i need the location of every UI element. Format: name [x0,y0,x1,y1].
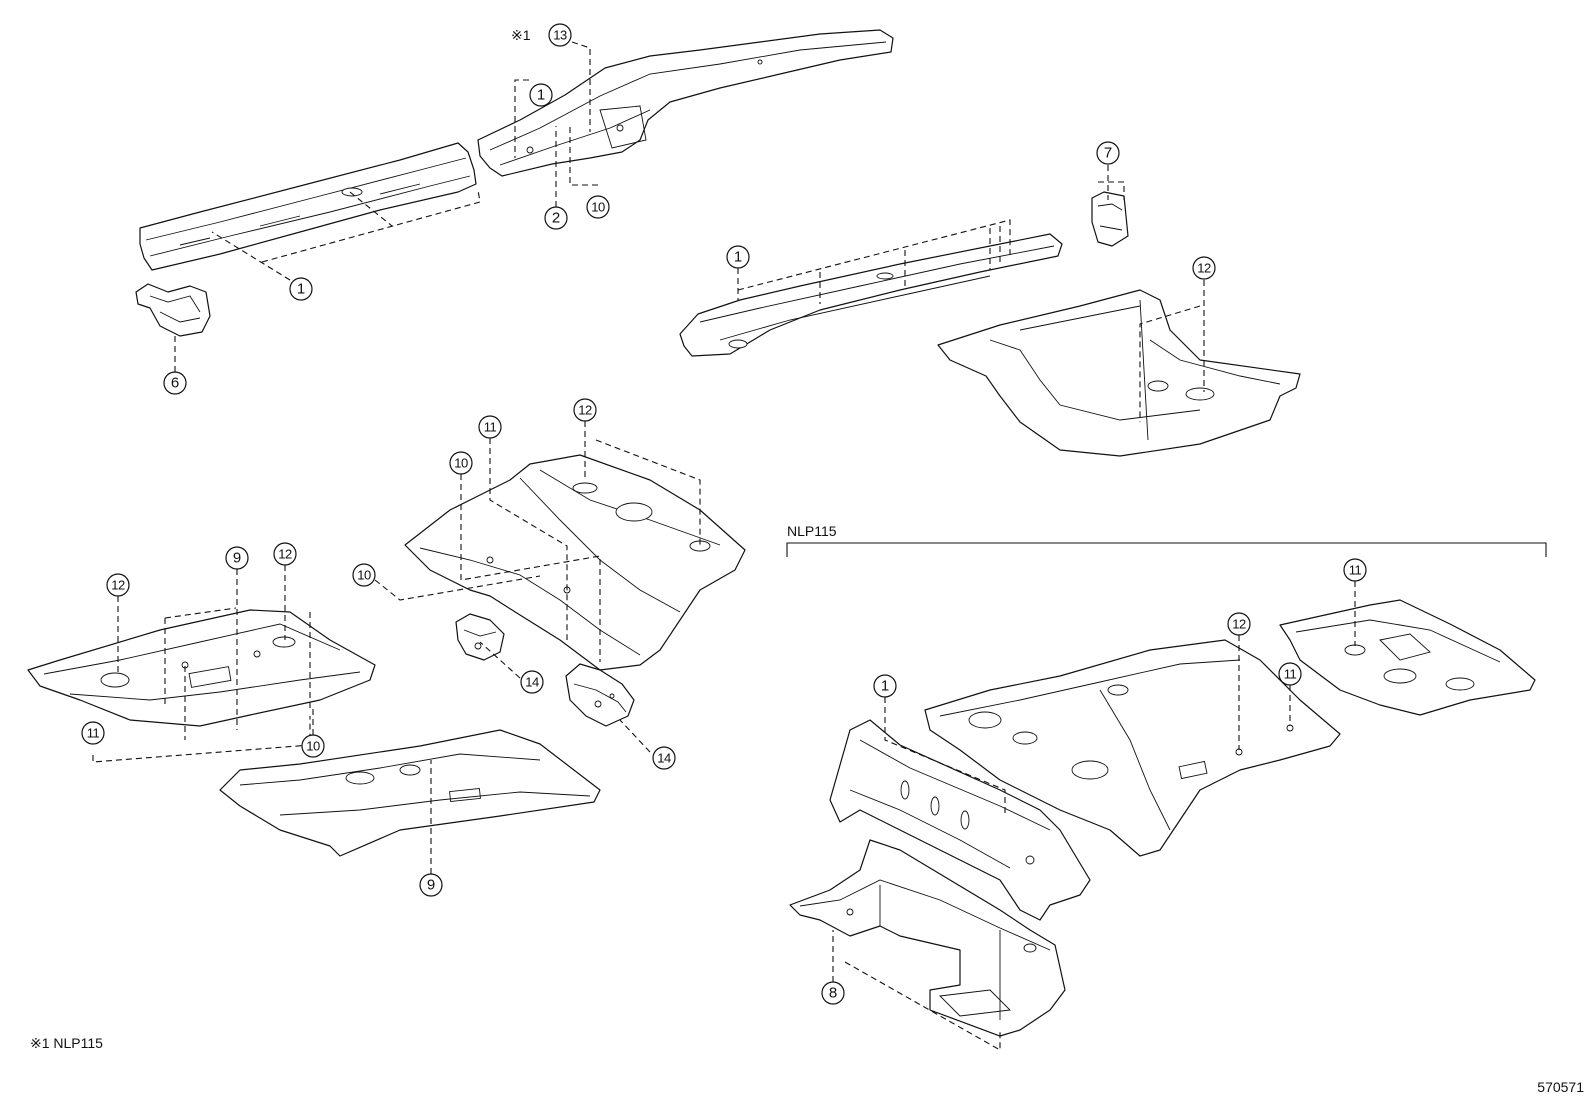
callout-7: 7 [1096,141,1120,165]
part-front-rail [139,142,477,271]
part-lower-center-floor [219,729,601,857]
figure-id: 570571 [1537,1079,1584,1095]
callout-12: 12 [1227,612,1251,636]
part-bracket-14b [565,663,635,727]
callout-1: 1 [289,277,313,301]
callout-number: 12 [1232,617,1246,632]
callout-11: 11 [81,721,105,745]
callout-number: 1 [537,87,545,104]
callout-10: 10 [352,563,376,587]
callout-number: 1 [734,249,742,266]
callout-number: 12 [1197,261,1211,276]
callout-number: 14 [657,751,671,766]
callout-13: 13 [548,23,572,47]
part-nlp115-side-member [829,719,1091,921]
callout-number: 11 [1349,563,1362,578]
callout-number: 11 [484,420,497,435]
callout-number: 1 [881,678,889,695]
callout-number: 14 [525,675,539,690]
callout-14: 14 [652,746,676,770]
callout-12: 12 [573,398,597,422]
callout-number: 13 [553,28,567,43]
part-bracket-6 [135,283,211,337]
callout-11: 11 [478,415,502,439]
part-bracket-7 [1091,191,1129,247]
leader-lines [92,41,1356,1051]
callout-number: 12 [278,547,292,562]
callout-11: 11 [1343,558,1367,582]
callout-14: 14 [520,670,544,694]
callout-number: 11 [1284,667,1297,682]
callout-number: 8 [829,985,837,1002]
callout-12: 12 [106,573,130,597]
callout-number: 10 [591,200,605,215]
callout-number: 12 [578,403,592,418]
callout-12: 12 [273,542,297,566]
callout-number: 10 [306,739,320,754]
callout-number: 12 [111,578,125,593]
callout-8: 8 [821,981,845,1005]
callout-1: 1 [529,83,553,107]
part-nlp115-main-floor [924,639,1341,857]
callout-number: 10 [357,568,371,583]
callout-number: 11 [87,726,100,741]
part-nlp115-crossmember [789,839,1066,1037]
callout-number: 9 [427,877,435,894]
callout-number: 6 [171,375,179,392]
part-front-floor-pan [27,609,376,727]
callout-number: 10 [454,456,468,471]
footnote: ※1 NLP115 [30,1035,103,1051]
callout-number: 1 [297,281,305,298]
callout-number: 2 [552,210,560,227]
part-rear-rail [477,29,894,177]
note-mark: ※1 [511,27,531,43]
part-rear-floor-pan [937,289,1301,457]
callout-10: 10 [586,195,610,219]
part-bracket-14a [455,613,505,661]
part-center-rail [679,233,1063,357]
callout-11: 11 [1278,662,1302,686]
variant-bracket: NLP115 [786,523,1547,557]
callout-number: 9 [233,550,241,567]
callout-2: 2 [544,206,568,230]
callout-1: 1 [726,245,750,269]
callout-9: 9 [225,546,249,570]
part-nlp115-rear-floor [1279,599,1536,716]
callout-10: 10 [449,451,473,475]
callout-number: 7 [1104,145,1112,162]
part-center-floor [404,454,746,671]
callout-6: 6 [163,371,187,395]
variant-label: NLP115 [787,523,837,539]
callout-12: 12 [1192,256,1216,280]
callout-9: 9 [419,873,443,897]
callout-1: 1 [873,674,897,698]
callout-10: 10 [301,734,325,758]
